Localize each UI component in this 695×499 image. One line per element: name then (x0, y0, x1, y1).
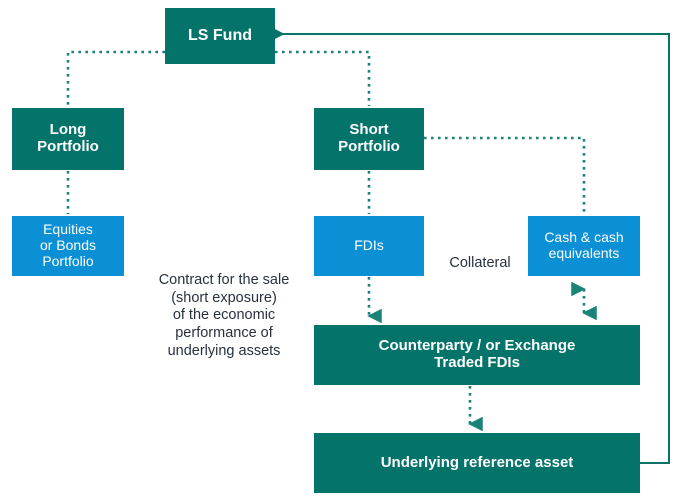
node-short-portfolio[interactable]: Short Portfolio (314, 108, 424, 170)
connector-short-portfolio-to-cash (424, 136, 586, 214)
node-underlying-reference-asset[interactable]: Underlying reference asset (314, 433, 640, 493)
node-underlying-reference-asset-label: Underlying reference asset (380, 453, 574, 471)
node-fdis-label: FDIs (354, 237, 384, 254)
connector-ls-fund-to-short-portfolio (275, 50, 371, 106)
node-fdis[interactable]: FDIs (314, 216, 424, 276)
node-long-portfolio[interactable]: Long Portfolio (12, 108, 124, 170)
node-equities-or-bonds-portfolio[interactable]: Equities or Bonds Portfolio (12, 216, 124, 276)
node-cash-and-cash-equivalents[interactable]: Cash & cash equivalents (528, 216, 640, 276)
node-ls-fund-label: LS Fund (188, 27, 252, 45)
node-ls-fund[interactable]: LS Fund (165, 8, 275, 64)
node-long-portfolio-label: Long Portfolio (37, 121, 99, 155)
node-equities-or-bonds-portfolio-label: Equities or Bonds Portfolio (39, 221, 97, 269)
node-short-portfolio-label: Short Portfolio (338, 121, 400, 155)
annotation-contract-for-the-sale: Contract for the sale (short exposure) o… (158, 272, 290, 359)
node-counterparty-or-exchange-traded-fdis-label: Counterparty / or Exchange Traded FDIs (378, 337, 576, 371)
node-cash-and-cash-equivalents-label: Cash & cash equivalents (544, 229, 624, 261)
connector-ls-fund-to-long-portfolio (66, 50, 165, 106)
annotation-collateral: Collateral (449, 255, 511, 271)
node-counterparty-or-exchange-traded-fdis[interactable]: Counterparty / or Exchange Traded FDIs (314, 325, 640, 385)
